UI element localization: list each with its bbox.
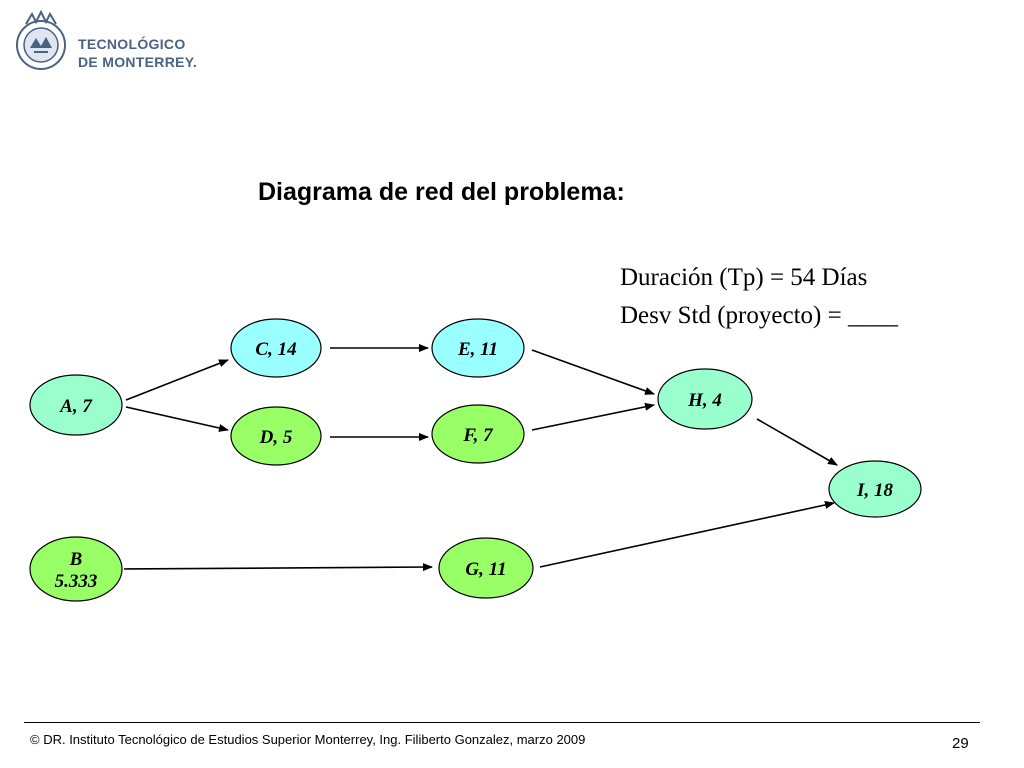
node-b-shape — [29, 536, 123, 602]
node-f-shape — [431, 404, 525, 464]
node-a: A, 7 — [29, 374, 123, 436]
slide-title: Diagrama de red del problema: — [258, 178, 625, 206]
edge-h-to-i — [756, 418, 838, 466]
edge-f-to-h — [531, 402, 655, 431]
node-h: H, 4 — [657, 368, 753, 430]
node-a-shape — [29, 374, 123, 436]
std-dev-text: Desv Std (proyecto) = ____ — [620, 302, 898, 329]
footer-copyright: © DR. Instituto Tecnológico de Estudios … — [30, 732, 586, 747]
edge-a-to-d — [125, 406, 229, 432]
node-g: G, 11 — [438, 537, 534, 599]
edge-e-to-h — [531, 349, 655, 395]
node-g-shape — [438, 537, 534, 599]
logo-line-2: DE MONTERREY. — [78, 54, 198, 70]
node-h-shape — [657, 368, 753, 430]
node-e-shape — [431, 318, 525, 378]
node-a-label: A, 7 — [59, 396, 93, 417]
node-c-shape — [230, 318, 322, 378]
duration-text: Duración (Tp) = 54 Días — [620, 264, 868, 291]
edge-g-to-i — [539, 501, 835, 568]
tec-de-monterrey-logo: TECNOLÓGICO DE MONTERREY. — [14, 8, 214, 74]
node-c: C, 14 — [230, 318, 322, 378]
node-e-label: E, 11 — [457, 339, 498, 360]
node-c-label: C, 14 — [255, 339, 296, 360]
node-g-label: G, 11 — [465, 559, 506, 580]
node-d-label: D, 5 — [259, 427, 293, 448]
node-f: F, 7 — [431, 404, 525, 464]
node-e: E, 11 — [431, 318, 525, 378]
node-d-shape — [230, 406, 322, 466]
node-b-label: B — [69, 549, 83, 570]
edge-b-to-g — [123, 563, 433, 572]
node-h-label: H, 4 — [687, 390, 722, 411]
node-i-label: I, 18 — [856, 480, 893, 501]
page-number: 29 — [952, 735, 969, 752]
footer-divider — [24, 722, 980, 723]
node-b: B5.333 — [29, 536, 123, 602]
seal-icon — [16, 9, 66, 70]
logo-line-1: TECNOLÓGICO — [78, 36, 186, 52]
node-f-label: F, 7 — [462, 425, 494, 446]
node-d: D, 5 — [230, 406, 322, 466]
edge-a-to-c — [125, 359, 229, 401]
node-i-shape — [828, 460, 922, 518]
node-b-label: 5.333 — [55, 571, 98, 592]
node-i: I, 18 — [828, 460, 922, 518]
